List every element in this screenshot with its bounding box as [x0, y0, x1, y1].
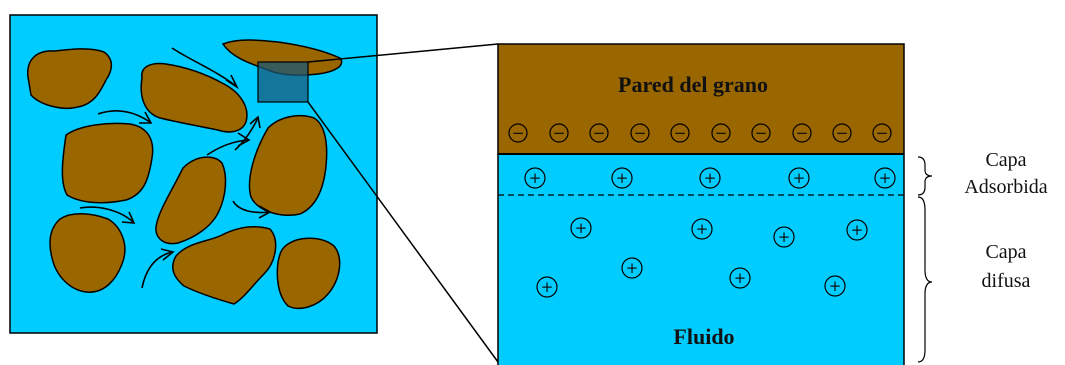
svg-text:+: + — [879, 169, 892, 187]
zoom-connector-line — [307, 43, 499, 63]
flow-arrow — [141, 251, 173, 289]
negative-charge: − — [711, 123, 731, 143]
svg-text:+: + — [529, 169, 542, 187]
diffuse-layer-label-line2: difusa — [982, 270, 1031, 292]
negative-charge: − — [670, 123, 690, 143]
svg-text:+: + — [793, 169, 806, 187]
svg-text:−: − — [796, 124, 809, 142]
negative-charge: − — [549, 123, 569, 143]
flow-arrow-head — [160, 248, 175, 261]
grain — [276, 237, 341, 310]
svg-text:+: + — [626, 259, 639, 277]
svg-text:+: + — [696, 220, 709, 238]
positive-ion: + — [611, 167, 633, 189]
negative-charge: − — [792, 123, 812, 143]
flow-arrow-head — [258, 205, 272, 219]
svg-text:−: − — [715, 124, 728, 142]
svg-text:−: − — [593, 124, 606, 142]
diffuse-positive-ions: + + + + + + + + — [536, 217, 868, 298]
positive-ion: + — [621, 257, 643, 279]
grain-wall-region — [497, 43, 905, 155]
svg-text:+: + — [704, 169, 717, 187]
grain — [27, 48, 113, 109]
grain — [155, 156, 227, 245]
grain-wall-label: Pared del grano — [618, 72, 768, 97]
diffuse-layer-brace — [917, 196, 933, 363]
grain — [61, 122, 154, 204]
positive-ion: + — [691, 218, 713, 240]
adsorbed-layer-brace — [917, 156, 933, 196]
grain — [140, 62, 248, 133]
svg-text:+: + — [541, 278, 554, 296]
negative-charge: − — [508, 123, 528, 143]
flow-arrow-head — [225, 74, 240, 90]
zoom-connector-line — [307, 101, 499, 363]
adsorbed-layer-label-line2: Adsorbida — [964, 176, 1047, 198]
flow-arrow-head — [139, 111, 153, 124]
negative-charges: − − − − − − − − − − — [508, 123, 892, 143]
grain — [171, 226, 277, 305]
negative-charge: − — [832, 123, 852, 143]
svg-text:−: − — [755, 124, 768, 142]
svg-text:+: + — [829, 277, 842, 295]
positive-ion: + — [788, 167, 810, 189]
negative-charge: − — [872, 123, 892, 143]
magnified-panel: Pared del grano Fluido − − − − − − − − −… — [497, 43, 905, 365]
diffuse-layer-label-line1: Capa — [985, 241, 1026, 263]
svg-text:+: + — [616, 169, 629, 187]
zoom-region-box — [257, 61, 309, 103]
svg-text:−: − — [674, 124, 687, 142]
grain — [49, 213, 126, 293]
svg-text:+: + — [734, 269, 747, 287]
positive-ion: + — [773, 226, 795, 248]
positive-ion: + — [846, 219, 868, 241]
flow-arrow — [232, 200, 271, 214]
flow-arrow-head — [121, 211, 136, 224]
svg-text:+: + — [851, 221, 864, 239]
svg-text:−: − — [876, 124, 889, 142]
fluid-label: Fluido — [673, 324, 734, 349]
layer-braces — [917, 156, 933, 363]
positive-ion: + — [570, 217, 592, 239]
svg-text:+: + — [575, 219, 588, 237]
positive-ion: + — [729, 267, 751, 289]
svg-text:+: + — [778, 228, 791, 246]
flow-arrow-head — [249, 115, 261, 129]
adsorbed-layer-label-line1: Capa — [985, 149, 1026, 171]
flow-arrows — [79, 47, 272, 289]
svg-text:−: − — [553, 124, 566, 142]
negative-charge: − — [589, 123, 609, 143]
flow-arrow — [79, 206, 134, 223]
positive-ion: + — [824, 275, 846, 297]
negative-charge: − — [630, 123, 650, 143]
negative-charge: − — [751, 123, 771, 143]
positive-ion: + — [874, 167, 896, 189]
positive-ion: + — [524, 167, 546, 189]
grain — [248, 115, 328, 216]
flow-arrow — [234, 117, 259, 151]
positive-ion: + — [536, 276, 558, 298]
layer-labels: Capa Adsorbida Capa difusa — [964, 149, 1047, 292]
fluid-region — [498, 154, 904, 365]
porous-medium-panel — [9, 14, 378, 334]
positive-ion: + — [699, 167, 721, 189]
flow-arrow — [97, 109, 151, 123]
svg-text:−: − — [836, 124, 849, 142]
svg-text:−: − — [512, 124, 525, 142]
svg-text:−: − — [634, 124, 647, 142]
adsorbed-positive-ions: + + + + + — [524, 167, 896, 189]
